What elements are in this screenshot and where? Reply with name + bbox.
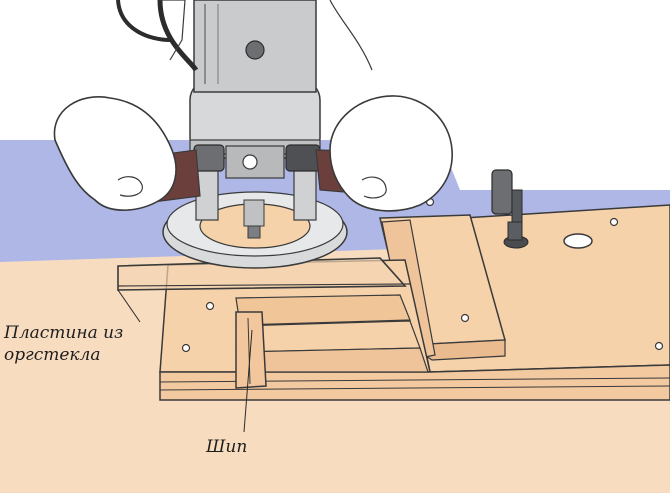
tenon-leader-line xyxy=(243,329,253,433)
tenon xyxy=(235,311,267,389)
toggle-clamp-icon xyxy=(491,169,529,249)
hand-right-icon xyxy=(329,0,453,212)
screw-heads xyxy=(181,197,664,353)
plexiglass-plate-label-line2: оргстекла xyxy=(4,345,101,365)
router-tool-icon xyxy=(116,0,348,269)
hole xyxy=(563,233,593,249)
plexiglass-plate-label: Пластина из оргстекла xyxy=(4,322,123,366)
plexiglass-leader-line xyxy=(117,289,141,323)
plexiglass-plate-label-line1: Пластина из xyxy=(4,323,124,343)
tenon-label: Шип xyxy=(206,437,248,457)
hand-left-icon xyxy=(53,0,186,211)
